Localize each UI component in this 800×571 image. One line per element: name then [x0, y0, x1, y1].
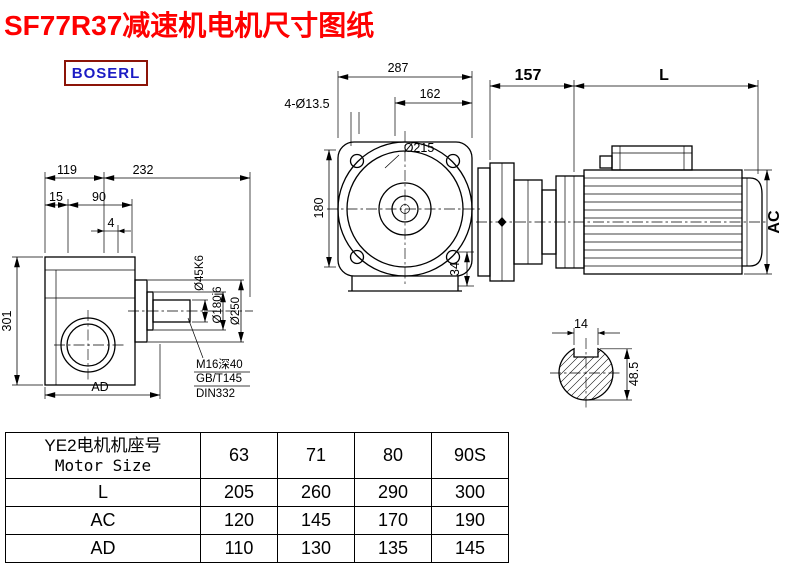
label-flange-diameter: Ø250: [230, 297, 242, 325]
table-row-AC: AC 120 145 170 190: [5, 506, 509, 535]
note-thread: M16深40: [196, 357, 243, 371]
dim-119: 119: [57, 163, 77, 177]
row-label-AC: AC: [5, 506, 201, 535]
header-motor-size-cn: YE2电机机座号: [44, 436, 162, 455]
technical-drawing: 119 232 15 90 4 301: [0, 61, 783, 409]
motor-view: 157 L AC: [476, 67, 783, 282]
table-cell: 120: [200, 506, 278, 535]
dim-L: L: [659, 67, 669, 84]
dim-232: 232: [133, 163, 154, 177]
motor-size-71: 71: [277, 432, 355, 479]
motor-size-63: 63: [200, 432, 278, 479]
table-cell: 135: [354, 534, 432, 563]
dim-287: 287: [388, 61, 409, 75]
page-title: SF77R37减速机电机尺寸图纸: [4, 10, 375, 41]
table-cell: 110: [200, 534, 278, 563]
row-label-L: L: [5, 478, 201, 507]
table-row-L: L 205 260 290 300: [5, 478, 509, 507]
dim-AC: AC: [766, 210, 783, 234]
bolt-hole: [349, 153, 365, 169]
terminal-box: [611, 145, 693, 171]
table-cell: 300: [431, 478, 509, 507]
dim-AD: AD: [91, 380, 108, 394]
side-view: 119 232 15 90 4 301: [0, 163, 253, 400]
table-row-AD: AD 110 130 135 145: [5, 534, 509, 563]
header-motor-size: YE2电机机座号 Motor Size: [5, 432, 201, 479]
note-standard-1: GB/T145: [196, 373, 242, 385]
bolt-hole: [349, 249, 365, 265]
motor-size-90s: 90S: [431, 432, 509, 479]
dim-301: 301: [0, 311, 14, 332]
table-cell: 145: [277, 506, 355, 535]
shaft-section-view: 14 48.5: [550, 317, 641, 409]
dim-4: 4: [108, 216, 115, 230]
table-header-row: YE2电机机座号 Motor Size 63 71 80 90S: [5, 432, 509, 479]
label-bolt-holes: 4-Ø13.5: [284, 97, 329, 111]
table-cell: 190: [431, 506, 509, 535]
table-cell: 260: [277, 478, 355, 507]
label-flange-od: Ø215: [404, 141, 435, 155]
table-cell: 145: [431, 534, 509, 563]
front-view: 287 162 4-Ø13.5 Ø215 180 34: [284, 61, 483, 292]
table-cell: 290: [354, 478, 432, 507]
motor-fins: [584, 177, 742, 267]
dim-14: 14: [574, 317, 588, 331]
bolt-hole: [445, 249, 461, 265]
note-standard-2: DIN332: [196, 388, 235, 400]
motor-dimension-table: YE2电机机座号 Motor Size 63 71 80 90S L 205 2…: [5, 432, 509, 563]
motor-size-80: 80: [354, 432, 432, 479]
fan-cover: [742, 177, 763, 267]
brand-logo: BOSERL: [64, 60, 148, 86]
dim-180: 180: [312, 198, 326, 219]
table-cell: 170: [354, 506, 432, 535]
cable-gland: [599, 155, 613, 169]
dim-48-5: 48.5: [627, 362, 641, 386]
label-spigot-diameter: Ø180j6: [212, 286, 224, 323]
dim-15: 15: [49, 190, 63, 204]
dim-90: 90: [92, 190, 106, 204]
row-label-AD: AD: [5, 534, 201, 563]
table-cell: 130: [277, 534, 355, 563]
dim-34: 34: [448, 262, 462, 276]
dim-162: 162: [420, 87, 441, 101]
dim-157: 157: [515, 67, 542, 84]
table-cell: 205: [200, 478, 278, 507]
label-shaft-diameter: Ø45K6: [194, 255, 206, 291]
bolt-hole: [445, 153, 461, 169]
header-motor-size-en: Motor Size: [54, 456, 152, 475]
